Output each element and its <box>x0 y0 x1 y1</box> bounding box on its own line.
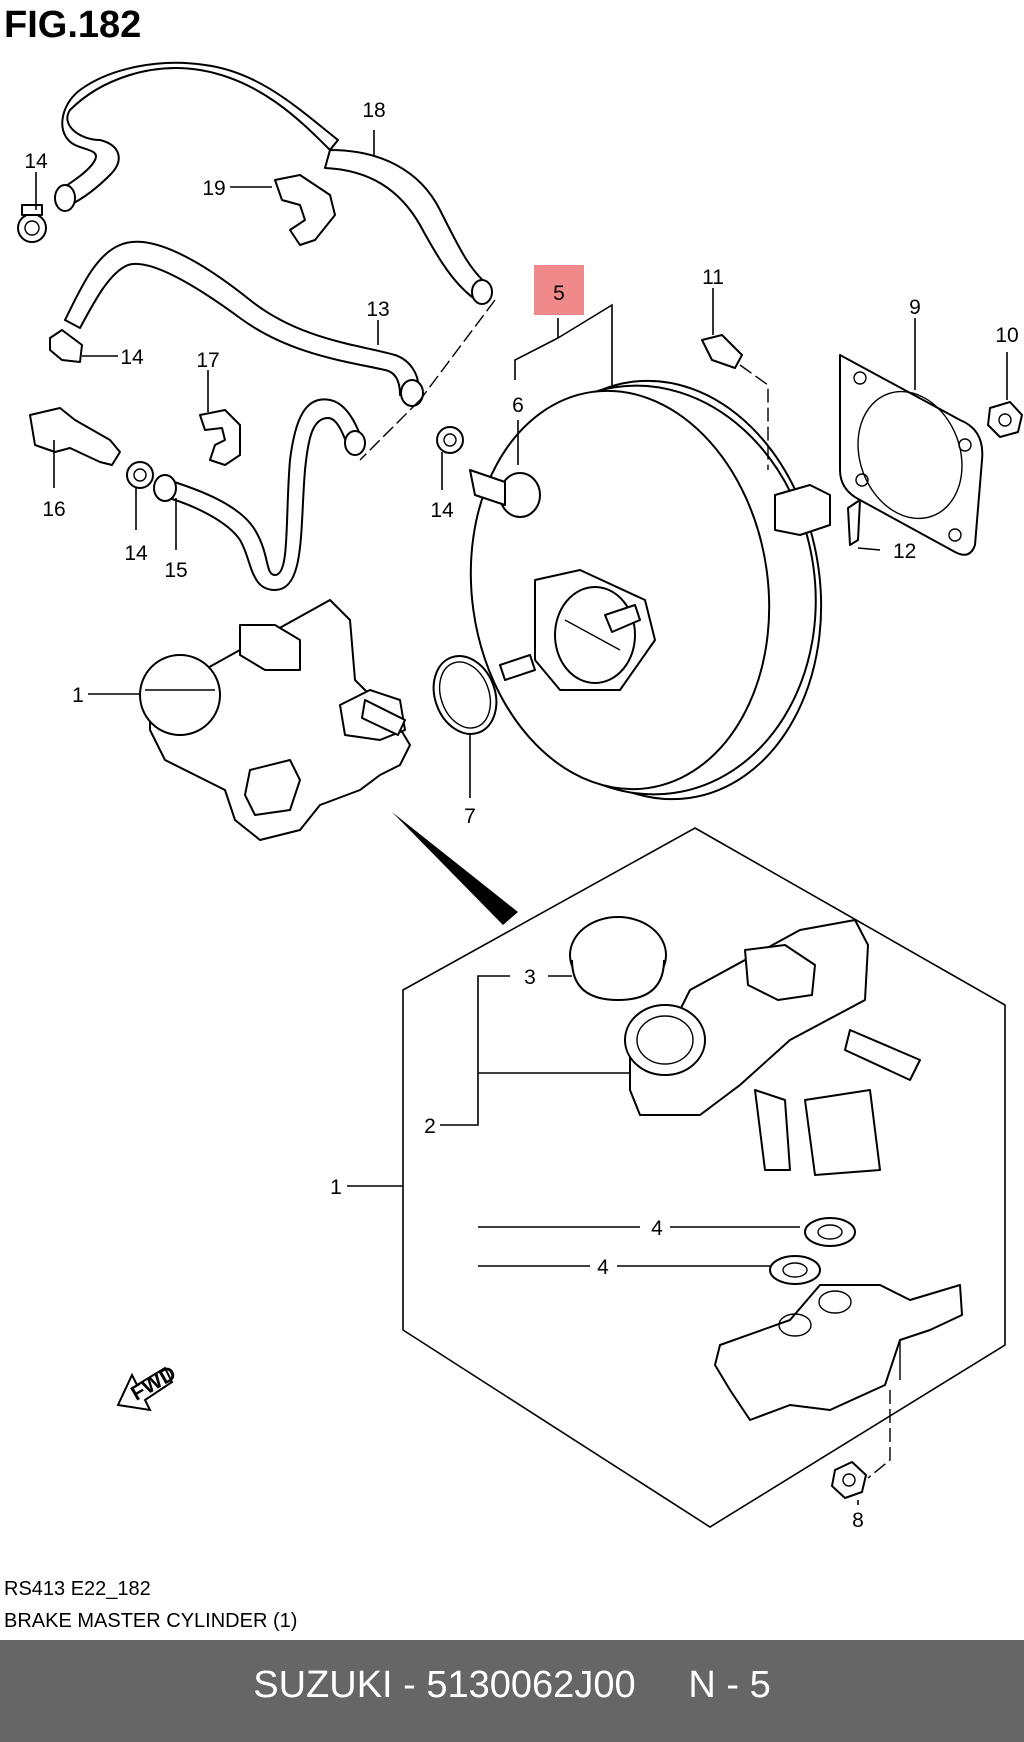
callout-4-upper: 4 <box>651 1217 663 1240</box>
callout-18: 18 <box>362 99 385 122</box>
brake-booster-5 <box>469 379 831 801</box>
callout-17: 17 <box>196 349 219 372</box>
grommet-4-lower <box>769 1255 821 1285</box>
callout-14-right: 14 <box>430 499 454 522</box>
master-cylinder-assembly-small <box>139 599 411 841</box>
hose-18 <box>324 149 493 305</box>
figure-title: FIG.182 <box>4 4 142 46</box>
clamp-14-right <box>436 426 464 454</box>
callout-13: 13 <box>366 298 389 321</box>
callout-labels: 18 19 14 13 14 17 16 14 15 14 5 6 11 9 1… <box>24 99 1018 1532</box>
hose-15 <box>153 398 366 591</box>
nut-8 <box>831 1461 867 1499</box>
diagram-code: RS413 E22_182 <box>4 1578 151 1600</box>
highlight-box-part-5 <box>534 265 584 315</box>
callout-6: 6 <box>512 394 524 417</box>
callout-7: 7 <box>464 805 476 828</box>
diagram-caption: BRAKE MASTER CYLINDER (1) <box>4 1610 298 1632</box>
grommet-4-upper <box>804 1217 856 1247</box>
leader-lines <box>35 130 1008 1505</box>
footer-part-number: SUZUKI - 5130062J00 N - 5 <box>253 1664 771 1706</box>
pin-11 <box>701 334 743 369</box>
fwd-arrow-icon: FWD <box>116 1362 180 1412</box>
master-cylinder-body <box>714 1284 963 1421</box>
exploded-view-frame <box>402 827 1006 1528</box>
clip-19 <box>274 174 336 246</box>
callout-11: 11 <box>702 266 724 289</box>
fwd-label: FWD <box>127 1362 180 1406</box>
callout-14-mid: 14 <box>120 346 144 369</box>
pointer-wedge <box>392 812 518 925</box>
check-valve-16 <box>29 407 121 466</box>
o-ring-7 <box>432 655 498 735</box>
hose-upper-left <box>54 61 339 212</box>
callout-4-lower: 4 <box>597 1256 609 1279</box>
callout-14-upper: 14 <box>24 150 48 173</box>
clamp-14-upper <box>17 204 47 243</box>
callout-14-lower: 14 <box>124 542 148 565</box>
clamp-14-lower <box>126 461 154 489</box>
footer-bar: SUZUKI - 5130062J00 N - 5 <box>0 1640 1024 1742</box>
callout-8: 8 <box>852 1509 864 1532</box>
callout-2: 2 <box>424 1115 436 1138</box>
callout-3: 3 <box>524 966 536 989</box>
reservoir-cap-3 <box>569 916 667 1001</box>
parts-diagram: FWD 18 19 14 13 14 17 16 <box>17 61 1023 1532</box>
clip-12 <box>847 499 861 546</box>
nut-10 <box>987 401 1023 438</box>
callout-1-small: 1 <box>72 684 84 707</box>
reservoir-2 <box>624 919 921 1176</box>
callout-9: 9 <box>909 296 921 319</box>
callout-16: 16 <box>42 498 65 521</box>
hose-13 <box>64 240 424 407</box>
gasket-9 <box>839 354 984 556</box>
callout-19: 19 <box>202 177 225 200</box>
callout-1-box: 1 <box>330 1176 342 1199</box>
clamp-14-mid <box>49 329 83 363</box>
callout-5: 5 <box>553 282 565 305</box>
callout-15: 15 <box>164 559 187 582</box>
callout-10: 10 <box>995 324 1018 347</box>
clip-17 <box>199 409 241 466</box>
callout-12: 12 <box>893 540 916 563</box>
